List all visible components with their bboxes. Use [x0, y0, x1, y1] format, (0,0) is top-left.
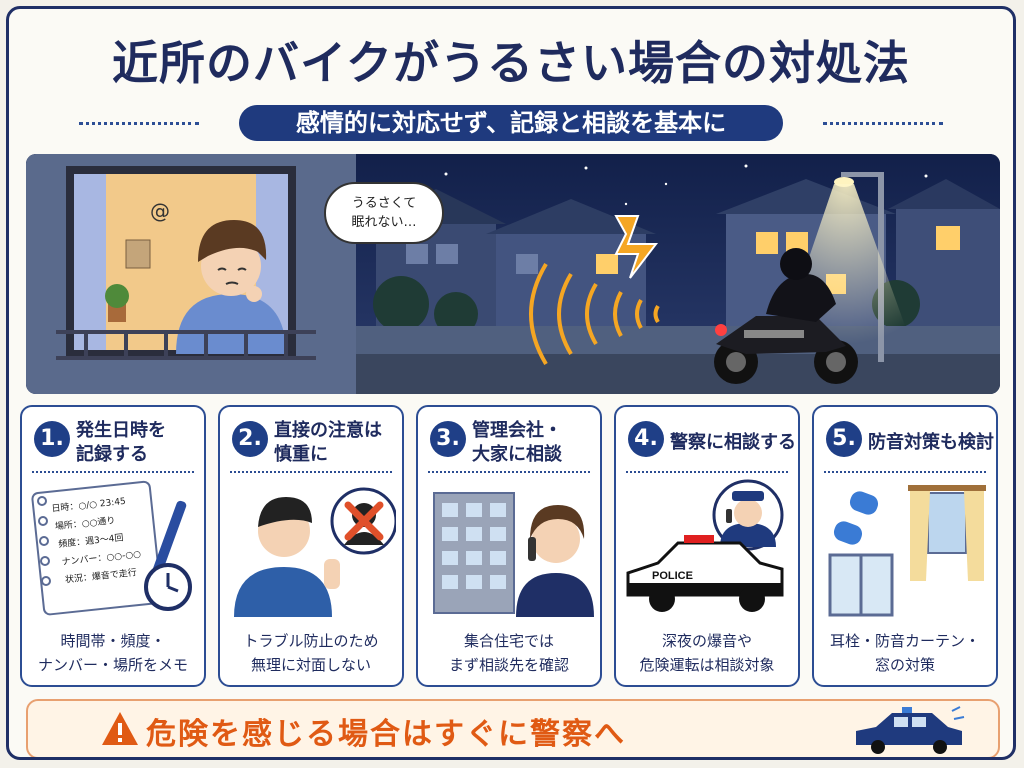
step-title-line-2: 慎重に — [274, 444, 328, 465]
worried-woman — [176, 220, 286, 354]
step-title-line-1: 発生日時を — [76, 420, 166, 441]
step-title: 直接の注意は 慎重に — [274, 419, 402, 467]
apartment-building-icon — [433, 492, 515, 614]
infographic-frame: 近所のバイクがうるさい場合の対処法 感情的に対応せず、記録と相談を基本に — [6, 6, 1016, 760]
thought-line-1: うるさくて — [351, 196, 417, 211]
thought-line-2: 眠れない… — [351, 215, 417, 230]
balcony-rail — [56, 330, 316, 360]
woman-on-phone — [516, 505, 594, 617]
step-card-5: 5. 防音対策も検討 耳栓・防音カーテン・ 窓の対策 — [812, 405, 998, 687]
window-icon — [828, 553, 894, 617]
step-number: 5. — [826, 421, 862, 457]
step-title-line-2: 大家に相談 — [472, 444, 562, 465]
stress-scribble-icon: @ — [150, 199, 170, 223]
step-desc-line-1: 時間帯・頻度・ — [60, 632, 166, 650]
step-desc-line-2: 無理に対面しない — [250, 656, 371, 674]
step-card-2: 2. 直接の注意は 慎重に トラブル防止のため 無理に対面しない — [218, 405, 404, 687]
notebook-illustration: 日時：○/○ 23:45場所：○○通り頻度：週3～4回ナンバー：○○-○○状況：… — [31, 480, 192, 616]
step-title: 発生日時を 記録する — [76, 419, 204, 467]
lightning-bolt-icon — [614, 215, 659, 279]
subtitle-pill: 感情的に対応せず、記録と相談を基本に — [239, 105, 783, 141]
step-number: 4. — [628, 421, 664, 457]
step-title-line-1: 管理会社・ — [472, 420, 562, 441]
step-number: 2. — [232, 421, 268, 457]
step-title: 防音対策も検討 — [868, 431, 996, 455]
police-car-label: POLICE — [652, 570, 693, 582]
soundproofing-illustration — [828, 485, 986, 617]
step-description: 時間帯・頻度・ ナンバー・場所をメモ — [22, 629, 204, 677]
step-number: 1. — [34, 421, 70, 457]
night-scene-illustration: @ — [26, 154, 1000, 394]
dotted-divider-left — [79, 122, 199, 125]
spiral-binding — [37, 496, 51, 586]
subtitle-row: 感情的に対応せず、記録と相談を基本に — [9, 105, 1013, 141]
step-desc-line-2: ナンバー・場所をメモ — [37, 656, 188, 674]
police-car-icon: POLICE — [626, 535, 784, 612]
motorcycle-rider — [714, 248, 858, 384]
step-desc-line-2: 窓の対策 — [874, 656, 935, 674]
warning-banner: 危険を感じる場合はすぐに警察へ — [26, 699, 1000, 757]
patrol-car-icon — [856, 706, 965, 754]
page-title: 近所のバイクがうるさい場合の対処法 — [111, 36, 911, 90]
police-illustration: POLICE — [626, 479, 784, 612]
step-title-line-2: 記録する — [76, 444, 148, 465]
house-plant — [105, 284, 129, 322]
card-divider — [428, 471, 590, 473]
step-number: 3. — [430, 421, 466, 457]
step-title-line-1: 直接の注意は — [274, 420, 382, 441]
card-divider — [824, 471, 986, 473]
step-title-line-1: 警察に相談する — [670, 432, 796, 453]
step-description: 耳栓・防音カーテン・ 窓の対策 — [814, 629, 996, 677]
dotted-divider-right — [823, 122, 943, 125]
pen-icon — [151, 500, 187, 578]
step-desc-line-2: 危険運転は相談対象 — [639, 656, 775, 674]
police-officer-icon — [712, 479, 784, 551]
earplugs-icon — [833, 491, 879, 545]
step-description: 集合住宅では まず相談先を確認 — [418, 629, 600, 677]
scene-svg: @ — [26, 154, 1000, 394]
step-card-3: 3. 管理会社・ 大家に相談 集合 — [416, 405, 602, 687]
step-description: 深夜の爆音や 危険運転は相談対象 — [616, 629, 798, 677]
cautious-man-illustration — [234, 487, 396, 617]
warning-triangle-icon — [102, 712, 138, 745]
card-divider — [626, 471, 788, 473]
step-desc-line-1: 深夜の爆音や — [661, 632, 752, 650]
step-desc-line-1: トラブル防止のため — [243, 632, 379, 650]
thought-bubble: うるさくて 眠れない… — [324, 182, 444, 244]
warning-text: 危険を感じる場合はすぐに警察へ — [146, 717, 626, 752]
card-divider — [32, 471, 194, 473]
step-title: 警察に相談する — [670, 431, 798, 455]
step-description: トラブル防止のため 無理に対面しない — [220, 629, 402, 677]
step-desc-line-2: まず相談先を確認 — [448, 656, 569, 674]
no-confrontation-icon — [344, 501, 384, 541]
apartment-phone-illustration — [433, 492, 594, 617]
step-desc-line-1: 耳栓・防音カーテン・ — [829, 632, 980, 650]
wall-picture — [125, 239, 151, 269]
sound-wave-icon — [529, 262, 660, 366]
step-title-line-1: 防音対策も検討 — [868, 432, 994, 453]
step-card-4: 4. 警察に相談する POLICE 深夜の爆音や 危険運転は相談対象 — [614, 405, 800, 687]
soundproof-curtain-icon — [908, 485, 986, 581]
clock-icon — [144, 563, 192, 611]
step-title: 管理会社・ 大家に相談 — [472, 419, 600, 467]
card-divider — [230, 471, 392, 473]
step-desc-line-1: 集合住宅では — [463, 632, 554, 650]
curtain-left — [74, 174, 106, 350]
